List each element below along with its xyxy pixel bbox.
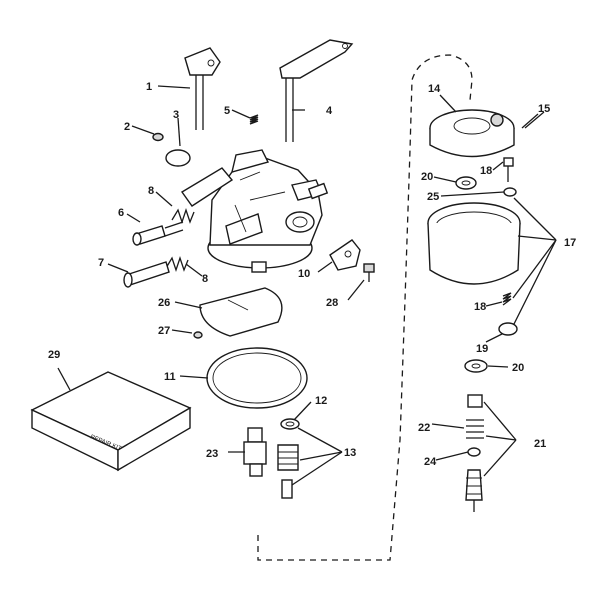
callout-20-lower: 20 bbox=[512, 362, 524, 374]
callout-19: 19 bbox=[476, 343, 488, 355]
callout-25: 25 bbox=[427, 191, 439, 203]
callout-18-lower: 18 bbox=[474, 301, 486, 313]
part-27-screw bbox=[193, 331, 203, 339]
callout-17: 17 bbox=[564, 237, 576, 249]
part-20-lower-washer bbox=[464, 359, 488, 373]
callout-6: 6 bbox=[118, 207, 124, 219]
part-14-float-cap bbox=[429, 109, 515, 158]
part-23-nozzle bbox=[243, 427, 267, 477]
part-10-bracket bbox=[329, 239, 361, 271]
part-5-spring bbox=[249, 114, 259, 125]
carburetor-body bbox=[180, 149, 329, 273]
part-17-float-bowl bbox=[427, 202, 521, 285]
callout-4: 4 bbox=[326, 105, 333, 117]
part-4-choke-shaft bbox=[279, 39, 354, 142]
part-18-lower-spring bbox=[502, 292, 512, 306]
part-11-gasket bbox=[206, 347, 308, 409]
callout-8-lower: 8 bbox=[202, 273, 208, 285]
callout-1: 1 bbox=[146, 81, 152, 93]
leader-lines bbox=[57, 85, 557, 486]
callout-28: 28 bbox=[326, 297, 338, 309]
part-25-washer bbox=[503, 187, 517, 197]
callout-22: 22 bbox=[418, 422, 430, 434]
part-29-repair-kit: REPAIR KIT bbox=[30, 371, 192, 472]
callout-29: 29 bbox=[48, 349, 60, 361]
part-8-spring-lower bbox=[165, 255, 189, 273]
part-12-washer bbox=[280, 418, 300, 430]
part-13-fitting bbox=[277, 444, 299, 499]
part-6-idle-screw bbox=[132, 221, 184, 246]
callout-10: 10 bbox=[298, 268, 310, 280]
part-28-screw bbox=[363, 263, 375, 282]
callout-7: 7 bbox=[98, 257, 104, 269]
callout-5: 5 bbox=[224, 105, 230, 117]
callout-3: 3 bbox=[173, 109, 179, 121]
part-8-spring-upper bbox=[171, 207, 195, 225]
callout-23: 23 bbox=[206, 448, 218, 460]
callout-21: 21 bbox=[534, 438, 546, 450]
part-1-throttle-shaft bbox=[184, 47, 221, 130]
part-18-upper-bolt bbox=[503, 157, 514, 182]
callout-26: 26 bbox=[158, 297, 170, 309]
part-21-needle-valve bbox=[465, 394, 484, 512]
callout-13: 13 bbox=[344, 447, 356, 459]
callout-18-upper: 18 bbox=[480, 165, 492, 177]
callout-2: 2 bbox=[124, 121, 130, 133]
callout-15: 15 bbox=[538, 103, 550, 115]
part-26-plate bbox=[199, 287, 283, 337]
part-2-screw bbox=[152, 132, 164, 142]
assembly-dashed-line bbox=[257, 54, 473, 561]
callout-27: 27 bbox=[158, 325, 170, 337]
part-7-main-screw bbox=[123, 261, 170, 288]
callout-24: 24 bbox=[424, 456, 437, 468]
callout-12: 12 bbox=[315, 395, 327, 407]
callout-20-upper: 20 bbox=[421, 171, 433, 183]
callout-14: 14 bbox=[428, 83, 441, 95]
part-3-throttle-plate bbox=[165, 149, 191, 167]
callout-11: 11 bbox=[164, 371, 176, 383]
callout-8-upper: 8 bbox=[148, 185, 154, 197]
part-20-upper-washer bbox=[455, 176, 477, 190]
part-19-cap bbox=[498, 322, 518, 336]
part-15-pin bbox=[524, 111, 545, 129]
